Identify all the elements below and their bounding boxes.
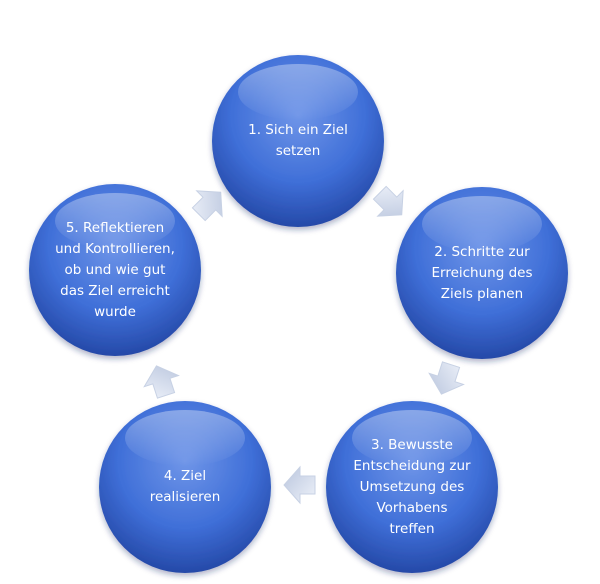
arrow-1-to-2 [372,185,404,217]
step-circle-5 [29,184,201,356]
step-circle-3 [326,401,498,573]
step-circle-4 [99,401,271,573]
arrow-2-to-3 [428,361,465,395]
arrow-4-to-5 [143,365,180,399]
step-circle-2 [396,187,568,359]
arrow-3-to-4 [283,465,316,505]
step-circle-1 [212,55,384,227]
arrow-5-to-1 [191,190,223,222]
